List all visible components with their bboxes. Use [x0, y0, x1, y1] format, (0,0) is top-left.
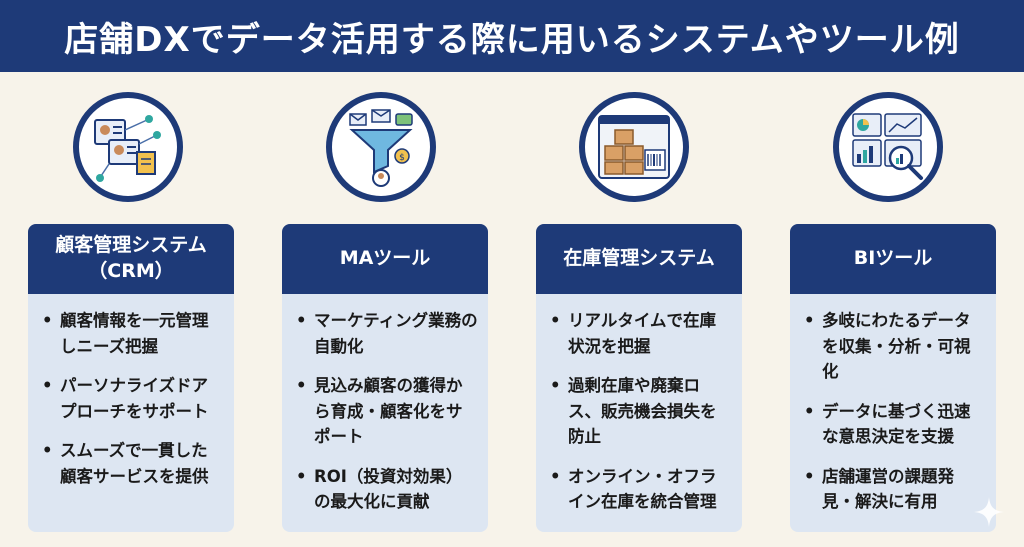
- card-title: 在庫管理システム: [563, 247, 715, 270]
- list-item: •パーソナライズドアプローチをサポート: [42, 373, 224, 424]
- bullet-list: •顧客情報を一元管理しニーズ把握 •パーソナライズドアプローチをサポート •スム…: [42, 308, 224, 489]
- bullet-list: •多岐にわたるデータを収集・分析・可視化 •データに基づく迅速な意思決定を支援 …: [804, 308, 986, 515]
- list-item: •リアルタイムで在庫状況を把握: [550, 308, 732, 359]
- analytics-dashboard-icon: [852, 113, 923, 180]
- inventory-boxes-icon: [598, 115, 670, 179]
- bullet-icon: •: [550, 311, 561, 330]
- card-header: MAツール: [282, 224, 488, 294]
- bi-icon-circle: [833, 92, 943, 202]
- bullet-icon: •: [296, 376, 307, 396]
- card-subtitle: （CRM）: [88, 260, 174, 282]
- card-header: 在庫管理システム: [536, 224, 742, 294]
- list-item: •ROI（投資対効果）の最大化に貢献: [296, 464, 478, 515]
- list-item: •顧客情報を一元管理しニーズ把握: [42, 308, 224, 359]
- bullet-icon: •: [296, 311, 307, 330]
- list-item: •多岐にわたるデータを収集・分析・可視化: [804, 308, 986, 385]
- inventory-icon-circle: [579, 92, 689, 202]
- list-item: •見込み顧客の獲得から育成・顧客化をサポート: [296, 373, 478, 450]
- crm-icon-circle: [73, 92, 183, 202]
- bullet-list: •マーケティング業務の自動化 •見込み顧客の獲得から育成・顧客化をサポート •R…: [296, 308, 478, 515]
- list-item: •店舗運営の課題発見・解決に有用: [804, 464, 986, 515]
- bullet-icon: •: [42, 311, 53, 330]
- card-header: 顧客管理システム （CRM）: [28, 224, 234, 294]
- bullet-icon: •: [550, 466, 561, 486]
- bullet-icon: •: [804, 311, 815, 330]
- card-bi: BIツール •多岐にわたるデータを収集・分析・可視化 •データに基づく迅速な意思…: [790, 224, 996, 532]
- card-title: BIツール: [853, 247, 933, 270]
- page-title: 店舗DXでデータ活用する際に用いるシステムやツール例: [0, 0, 1024, 72]
- bullet-icon: •: [804, 401, 815, 421]
- list-item: •スムーズで一貫した顧客サービスを提供: [42, 438, 224, 489]
- card-ma: MAツール •マーケティング業務の自動化 •見込み顧客の獲得から育成・顧客化をサ…: [282, 224, 488, 532]
- bullet-icon: •: [550, 376, 561, 396]
- list-item: •過剰在庫や廃棄ロス、販売機会損失を防止: [550, 373, 732, 450]
- card-title: MAツール: [339, 247, 431, 270]
- svg-text:$: $: [399, 153, 405, 163]
- bullet-icon: •: [42, 376, 53, 396]
- card-inventory: 在庫管理システム •リアルタイムで在庫状況を把握 •過剰在庫や廃棄ロス、販売機会…: [536, 224, 742, 532]
- list-item: •マーケティング業務の自動化: [296, 308, 478, 359]
- bullet-icon: •: [296, 466, 307, 486]
- bullet-icon: •: [42, 441, 53, 461]
- bullet-list: •リアルタイムで在庫状況を把握 •過剰在庫や廃棄ロス、販売機会損失を防止 •オン…: [550, 308, 732, 515]
- marketing-funnel-icon: $: [349, 109, 413, 187]
- bullet-icon: •: [804, 466, 815, 486]
- ma-icon-circle: $: [326, 92, 436, 202]
- customer-profile-network-icon: [94, 115, 161, 182]
- list-item: •オンライン・オフライン在庫を統合管理: [550, 464, 732, 515]
- sparkle-icon: [974, 497, 1004, 527]
- card-title: 顧客管理システム: [55, 234, 207, 257]
- list-item: •データに基づく迅速な意思決定を支援: [804, 399, 986, 450]
- card-crm: 顧客管理システム （CRM） •顧客情報を一元管理しニーズ把握 •パーソナライズ…: [28, 224, 234, 532]
- card-header: BIツール: [790, 224, 996, 294]
